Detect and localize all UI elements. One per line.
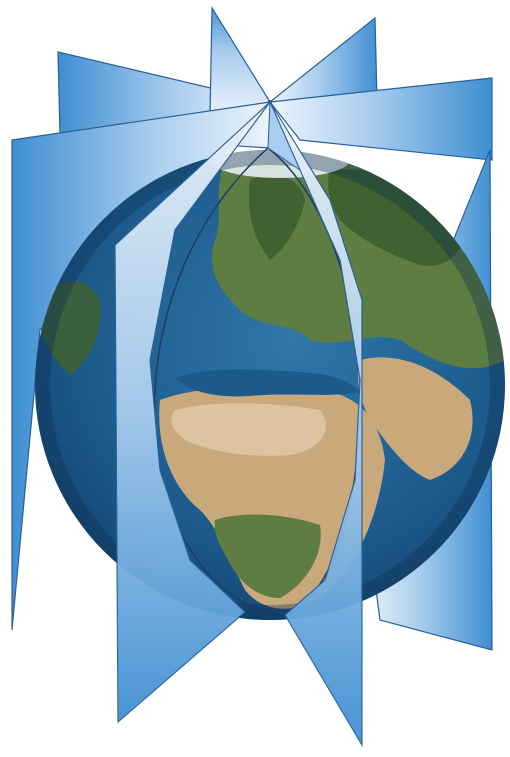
plane-front-left-blade bbox=[114, 101, 271, 724]
plane-back-top-right-b bbox=[268, 77, 493, 161]
plane-front-center-blade bbox=[269, 101, 363, 748]
front-planes bbox=[114, 101, 363, 748]
land-middle-east bbox=[358, 357, 473, 480]
land-scandinavia bbox=[248, 175, 305, 260]
axis-point bbox=[268, 100, 272, 104]
land-americas-edge bbox=[35, 281, 101, 375]
sea-mediterranean bbox=[175, 369, 360, 397]
land-central-africa bbox=[214, 514, 321, 598]
plane-front-center-wedge bbox=[267, 101, 302, 172]
land-sahara-light bbox=[171, 403, 326, 456]
